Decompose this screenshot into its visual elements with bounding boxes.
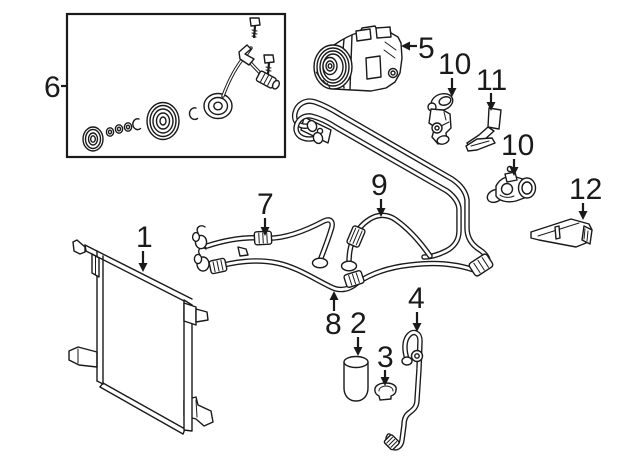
compressor-lug — [375, 26, 392, 39]
callout-8-label: 8 — [325, 308, 342, 341]
callout-5-arrow-head — [401, 41, 410, 51]
mounting-bolt-2 — [263, 54, 275, 75]
callout-7: 7 — [257, 188, 274, 236]
part-12-bracket — [530, 218, 593, 248]
callout-2: 2 — [350, 307, 367, 356]
callout-4: 4 — [408, 282, 425, 332]
pipe4-flange — [401, 356, 413, 366]
part-5-compressor — [313, 25, 403, 92]
snap-ring — [188, 107, 199, 121]
callout-3-arrow-head — [380, 377, 390, 386]
mounting-bolt-1 — [249, 17, 261, 39]
callout-5-label: 5 — [418, 32, 435, 65]
callout-1: 1 — [136, 221, 153, 272]
clutch-coil — [203, 92, 233, 120]
condenser-bracket-left — [68, 346, 98, 368]
callout-7-arrow-head — [260, 227, 270, 236]
harness-connector — [255, 70, 281, 90]
condenser-core-face — [85, 245, 192, 432]
callout-1-label: 1 — [136, 221, 153, 254]
clutch-hub-pulley — [146, 101, 180, 141]
callout-11-arrow-head — [486, 102, 496, 111]
part-9-hose-loop — [340, 215, 431, 272]
hose9-flange — [340, 260, 358, 272]
callout-12-label: 12 — [569, 173, 602, 206]
part-10b-valve — [486, 165, 537, 204]
condenser-bracket-top-left — [72, 239, 86, 255]
callout-5: 5 — [401, 32, 435, 65]
hose7-crimp-ferrule — [253, 230, 273, 246]
callout-3-label: 3 — [377, 341, 394, 374]
callout-8: 8 — [325, 291, 342, 341]
pipe4-end-fitting — [383, 434, 400, 451]
hose9-crimp-ferrule — [346, 225, 366, 248]
clutch-pulley-small — [82, 126, 104, 152]
callout-6: 6 — [44, 71, 68, 104]
callout-10a: 10 — [438, 48, 471, 97]
callout-2-arrow-head — [353, 347, 363, 356]
compressor-lug — [355, 28, 372, 42]
part-6-clutch-kit-box — [65, 12, 287, 159]
harness-clip — [238, 44, 255, 66]
pipe-flange — [306, 119, 318, 133]
hose8-crimp-ferrule-2 — [343, 269, 365, 289]
part-11-bracket — [465, 107, 502, 152]
hose8-crimp-ferrule — [208, 257, 228, 275]
part-10a-valve — [427, 92, 454, 145]
callout-10b-arrow-head — [509, 167, 519, 176]
callout-9: 9 — [371, 169, 388, 217]
pipe-flange — [312, 131, 324, 145]
callout-9-arrow-head — [376, 208, 386, 217]
callout-8-arrow-head — [329, 291, 339, 300]
callout-3: 3 — [377, 341, 394, 386]
condenser-frame — [84, 244, 193, 435]
part-1-condenser — [68, 239, 214, 435]
callout-10a-arrow-head — [447, 88, 457, 97]
callout-6-label: 6 — [44, 71, 61, 104]
compressor-mount-ear — [387, 67, 399, 79]
callout-12-arrow-head — [578, 211, 588, 220]
condenser-bracket-top-right — [183, 302, 197, 326]
callout-4-label: 4 — [408, 282, 425, 315]
hose7-elbow-fitting — [191, 225, 208, 250]
callout-7-label: 7 — [257, 188, 274, 221]
pipe-to-hose8-crimp — [468, 253, 494, 277]
callout-4-arrow-head — [412, 323, 422, 332]
part-8-hose — [193, 247, 494, 290]
pipe4-grommet — [410, 349, 424, 363]
callout-2-label: 2 — [350, 307, 367, 340]
callout-9-label: 9 — [371, 169, 388, 202]
callout-10a-label: 10 — [438, 48, 471, 81]
part-2-receiver-drier — [343, 355, 369, 402]
compressor-pulley — [313, 44, 353, 90]
callout-10b-label: 10 — [501, 129, 534, 162]
callout-1-arrow-head — [138, 263, 148, 272]
part-3-clamp — [374, 382, 397, 401]
hose7-clip — [237, 246, 249, 257]
callout-11: 11 — [476, 64, 507, 111]
part-7-hose — [191, 220, 333, 269]
callout-11-label: 11 — [476, 64, 507, 97]
callout-10b: 10 — [501, 129, 534, 176]
hose7-flange — [311, 257, 329, 269]
hose8-elbow-fitting — [193, 247, 210, 272]
condenser-right-tank — [183, 299, 193, 432]
coil-wire-harness — [221, 44, 281, 98]
part-4-pipe — [383, 333, 424, 451]
clutch-shims — [105, 118, 142, 137]
callout-12: 12 — [569, 173, 602, 220]
part-9-pipe-assembly — [295, 101, 489, 264]
